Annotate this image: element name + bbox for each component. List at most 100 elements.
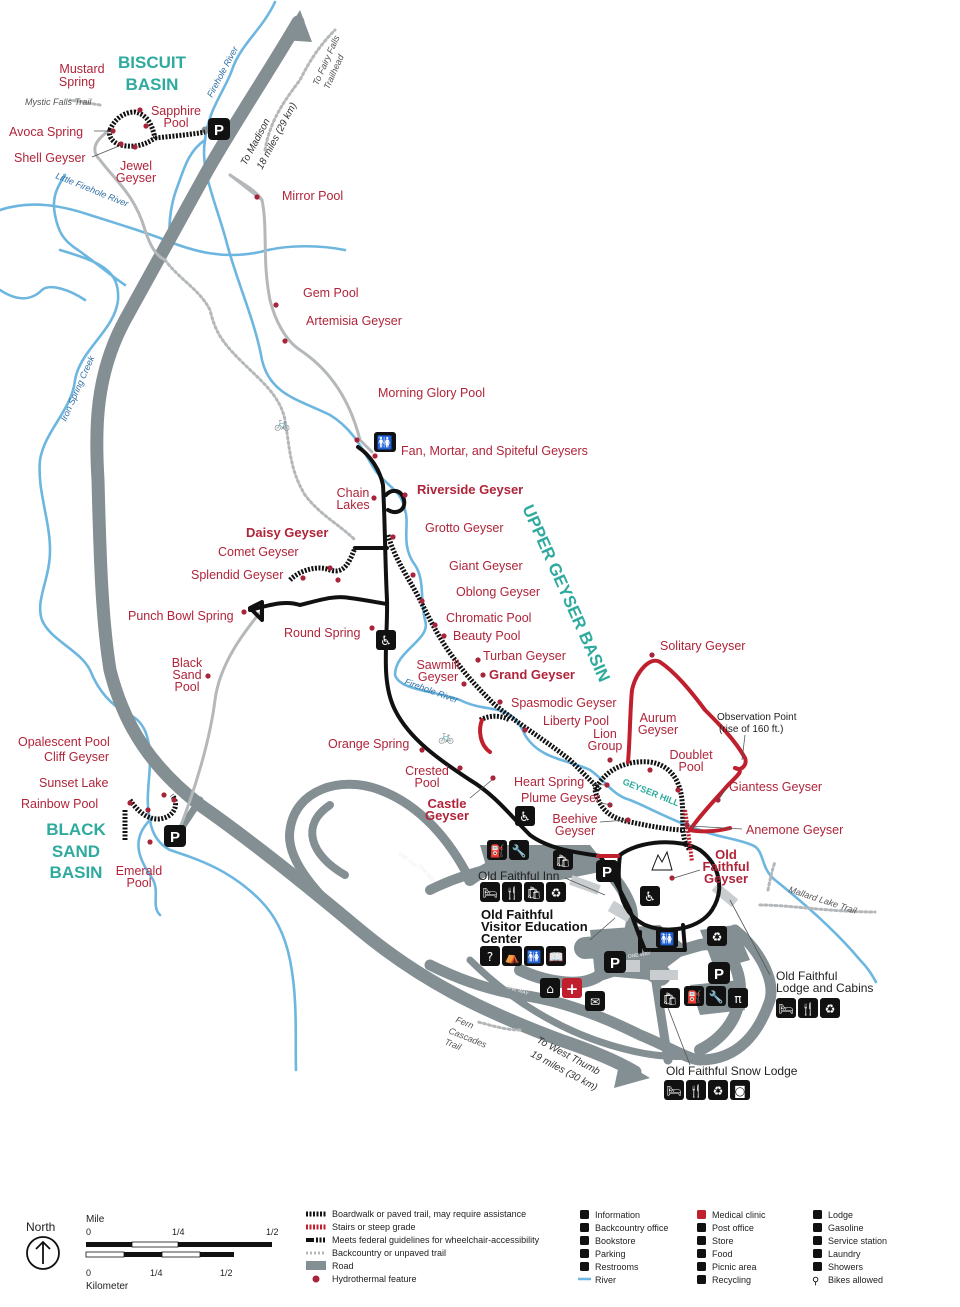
scale-bar-mile	[86, 1241, 272, 1248]
north-label: North	[26, 1220, 55, 1234]
label-jewel-1: Jewel	[120, 159, 152, 173]
dot-fan-mortar	[372, 453, 378, 459]
leader-observation	[741, 734, 746, 761]
label-doublet-1: Doublet	[669, 748, 713, 762]
boardwalk-biscuit-loop	[107, 109, 158, 149]
store-icon: 🛍	[553, 850, 573, 870]
label-iron-spring: Iron Spring Creek	[59, 354, 97, 423]
dot-mirror	[254, 194, 260, 200]
key-boardwalk: Boardwalk or paved trail, may require as…	[306, 1209, 526, 1219]
key-label-hydrothermal: Hydrothermal feature	[332, 1274, 417, 1284]
recycling-icon: ♻	[546, 882, 566, 902]
key-river: River	[595, 1275, 616, 1285]
hydrothermal-features	[110, 107, 721, 881]
lower-channel	[137, 818, 162, 917]
label-chain-2: Lakes	[336, 498, 369, 512]
svg-text:?: ?	[487, 950, 493, 964]
key-lodge: Lodge	[828, 1210, 853, 1220]
anemone-stairs	[688, 826, 732, 834]
bike-icon: 🚲	[438, 730, 454, 745]
scale-mile-tick-1: 1/4	[172, 1227, 185, 1237]
observation-point-trail	[626, 658, 748, 832]
label-giant: Giant Geyser	[449, 559, 523, 573]
lodge-icon: 🛏	[664, 1080, 684, 1100]
parking-icon: P	[596, 860, 618, 882]
store-icon: 🛍	[524, 882, 544, 902]
label-mustard-1: Mustard	[59, 62, 104, 76]
svg-text:+: +	[566, 980, 579, 998]
dot-crested	[457, 765, 463, 771]
service-station-icon	[813, 1236, 822, 1245]
leader-lodge	[729, 899, 771, 976]
label-daisy: Daisy Geyser	[246, 525, 328, 540]
stairs-hatched-geyser-hill	[683, 809, 694, 863]
svg-text:🛏: 🛏	[666, 1084, 681, 1098]
building-snow	[650, 970, 678, 980]
label-beauty: Beauty Pool	[453, 629, 520, 643]
label-lion-2: Group	[588, 739, 623, 753]
scale-mile-tick-2: 1/2	[266, 1227, 279, 1237]
dot-artemisia	[282, 338, 288, 344]
road-loop-west	[285, 779, 475, 935]
facility-labels: Old Faithful Inn Old Faithful Visitor Ed…	[478, 869, 873, 1078]
mallard-lake-trail	[758, 903, 877, 914]
bike-icon: ⚲	[812, 1276, 819, 1287]
label-giantess: Giantess Geyser	[729, 780, 822, 794]
recycling-icon: ♻	[708, 1080, 728, 1100]
stairs-trails	[478, 658, 748, 858]
label-one-way: ONE WAY	[397, 851, 419, 870]
parking-icon: P	[604, 951, 626, 973]
dot-aurum	[647, 767, 653, 773]
food-icon: 🍴	[798, 998, 818, 1018]
label-crested-2: Pool	[414, 776, 439, 790]
svg-text:♻: ♻	[551, 886, 562, 900]
label-observation-1: Observation Point	[717, 712, 797, 723]
svg-text:🛍: 🛍	[555, 854, 570, 868]
dot-round	[369, 625, 375, 631]
wheelchair-icon: ♿	[515, 806, 535, 826]
label-anemone: Anemone Geyser	[746, 823, 843, 837]
stairs-hatch	[683, 809, 694, 863]
west-thumb-arrow	[614, 1060, 650, 1088]
dot-beehive	[625, 817, 631, 823]
label-avoca: Avoca Spring	[9, 125, 83, 139]
leader-beehive	[599, 819, 627, 823]
parking-icon: P	[708, 962, 730, 984]
scale-km-tick-2: 1/2	[220, 1268, 233, 1278]
dot-turban	[475, 657, 481, 663]
dot-sapphire	[143, 123, 149, 129]
restroom-icon: 🚻	[524, 946, 544, 966]
boardwalk-east-bank	[385, 534, 602, 792]
boardwalk-daisy	[288, 547, 358, 582]
shower-icon	[813, 1262, 822, 1271]
key-food: Food	[712, 1249, 733, 1259]
key-parking: Parking	[595, 1249, 626, 1259]
information-icon: ?	[480, 946, 500, 966]
dot-splendid	[300, 575, 306, 581]
svg-text:♿: ♿	[644, 890, 656, 905]
label-lodge-2: Lodge and Cabins	[776, 981, 873, 995]
lodge-icon: ⌂	[540, 978, 560, 998]
label-lion-1: Lion	[593, 727, 617, 741]
label-cliff: Cliff Geyser	[44, 750, 109, 764]
label-heart: Heart Spring	[514, 775, 584, 789]
label-beehive-2: Geyser	[555, 824, 595, 838]
svg-text:♻: ♻	[712, 930, 723, 944]
parking-label: P	[170, 829, 180, 846]
dot-grand	[480, 672, 486, 678]
biscuit-basin-label-1: BISCUIT	[118, 53, 187, 72]
medical-clinic-icon: +	[562, 978, 582, 998]
key-road: Road	[306, 1261, 354, 1271]
bookstore-icon: 📖	[546, 946, 566, 966]
mallard-spur	[766, 860, 777, 892]
service-station-icon: 🔧	[706, 986, 726, 1006]
dot-grotto	[390, 534, 396, 540]
food-icon	[697, 1249, 706, 1258]
label-black-sand-pool-1: Black	[172, 656, 203, 670]
backcountry-office-icon: ⛺	[502, 946, 522, 966]
label-emerald-2: Pool	[126, 876, 151, 890]
dot-heart	[604, 782, 610, 788]
recycling-icon	[697, 1275, 706, 1284]
key-information: Information	[595, 1210, 640, 1220]
boardwalk-geyser-hill	[592, 759, 692, 852]
